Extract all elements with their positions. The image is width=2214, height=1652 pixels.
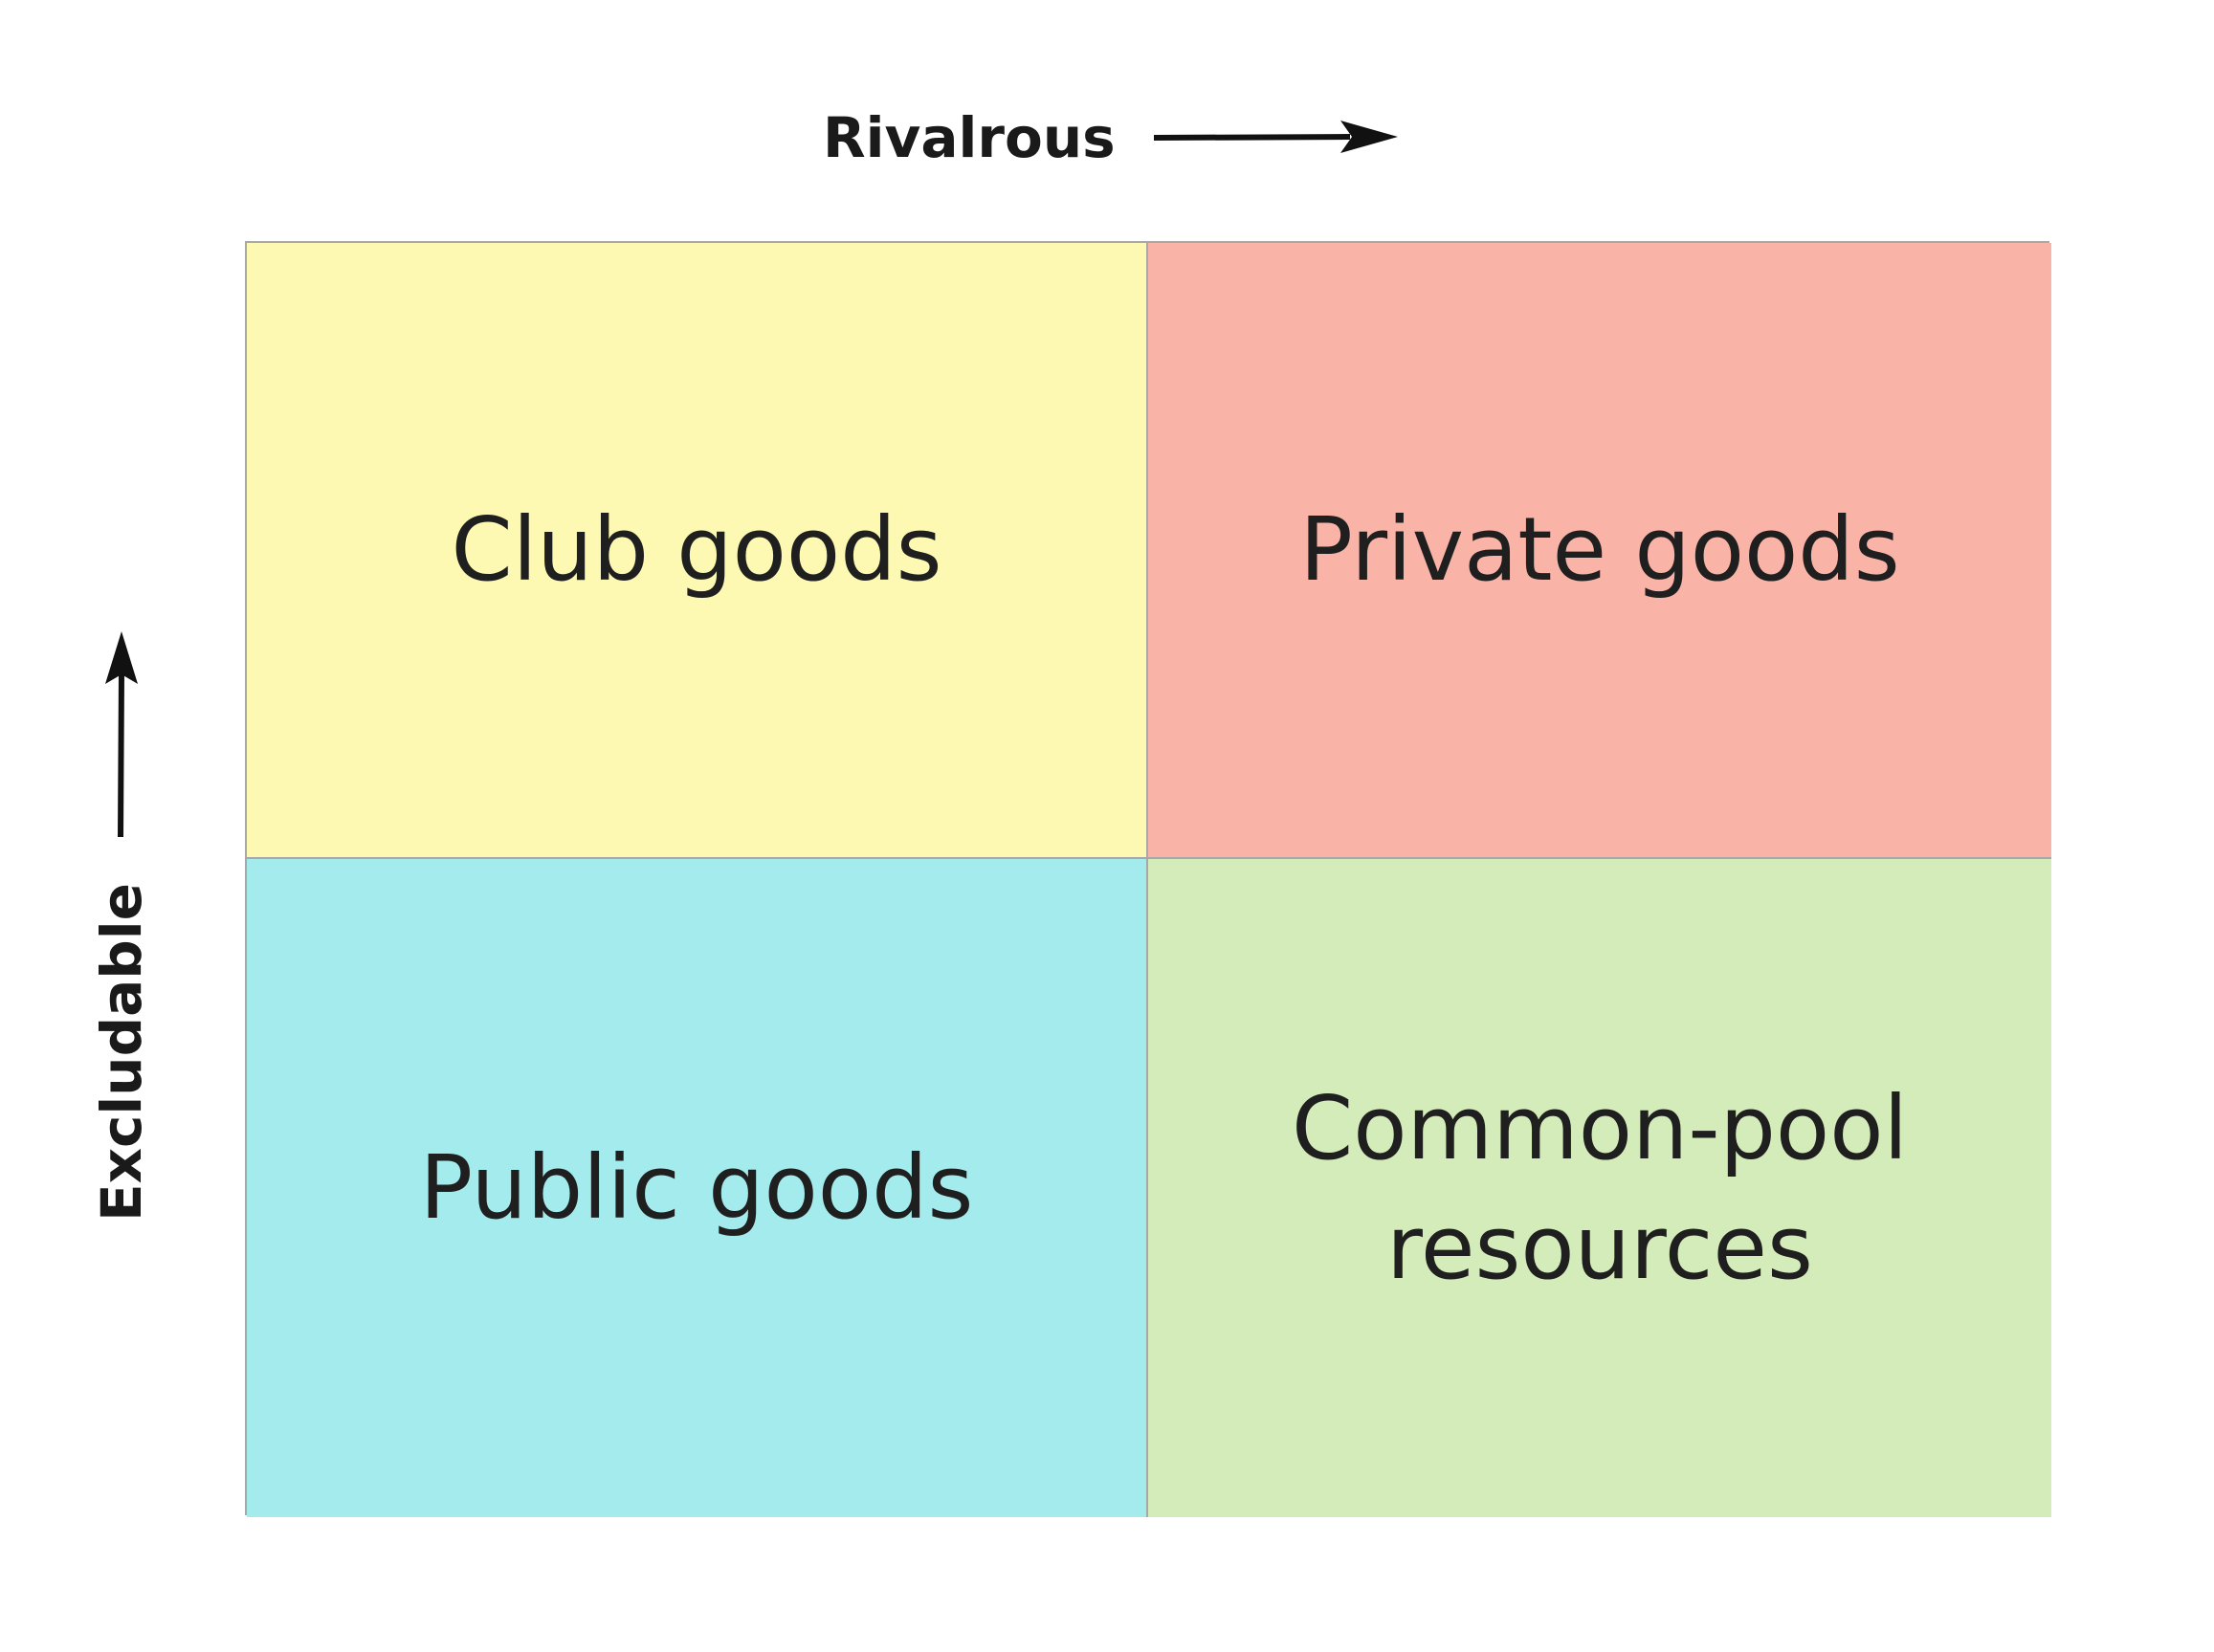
quadrant-club-goods: Club goods bbox=[247, 243, 1148, 859]
quadrant-label: Common-pool resources bbox=[1291, 1076, 1909, 1299]
goods-matrix: Club goods Private goods Public goods Co… bbox=[245, 241, 2051, 1517]
quadrant-label: Private goods bbox=[1299, 498, 1900, 602]
x-axis: Rivalrous bbox=[823, 99, 1403, 176]
y-axis: Excludable bbox=[78, 627, 165, 1222]
y-axis-label-wrap: Excludable bbox=[78, 883, 165, 1222]
quadrant-common-pool-resources: Common-pool resources bbox=[1148, 859, 2051, 1517]
up-arrow-icon bbox=[105, 631, 138, 837]
x-axis-label: Rivalrous bbox=[823, 105, 1116, 170]
y-axis-label: Excludable bbox=[89, 883, 155, 1222]
quadrant-label: Public goods bbox=[419, 1136, 974, 1240]
quadrant-private-goods: Private goods bbox=[1148, 243, 2051, 859]
quadrant-public-goods: Public goods bbox=[247, 859, 1148, 1517]
quadrant-label: Club goods bbox=[451, 498, 942, 602]
right-arrow-icon bbox=[1153, 121, 1398, 153]
